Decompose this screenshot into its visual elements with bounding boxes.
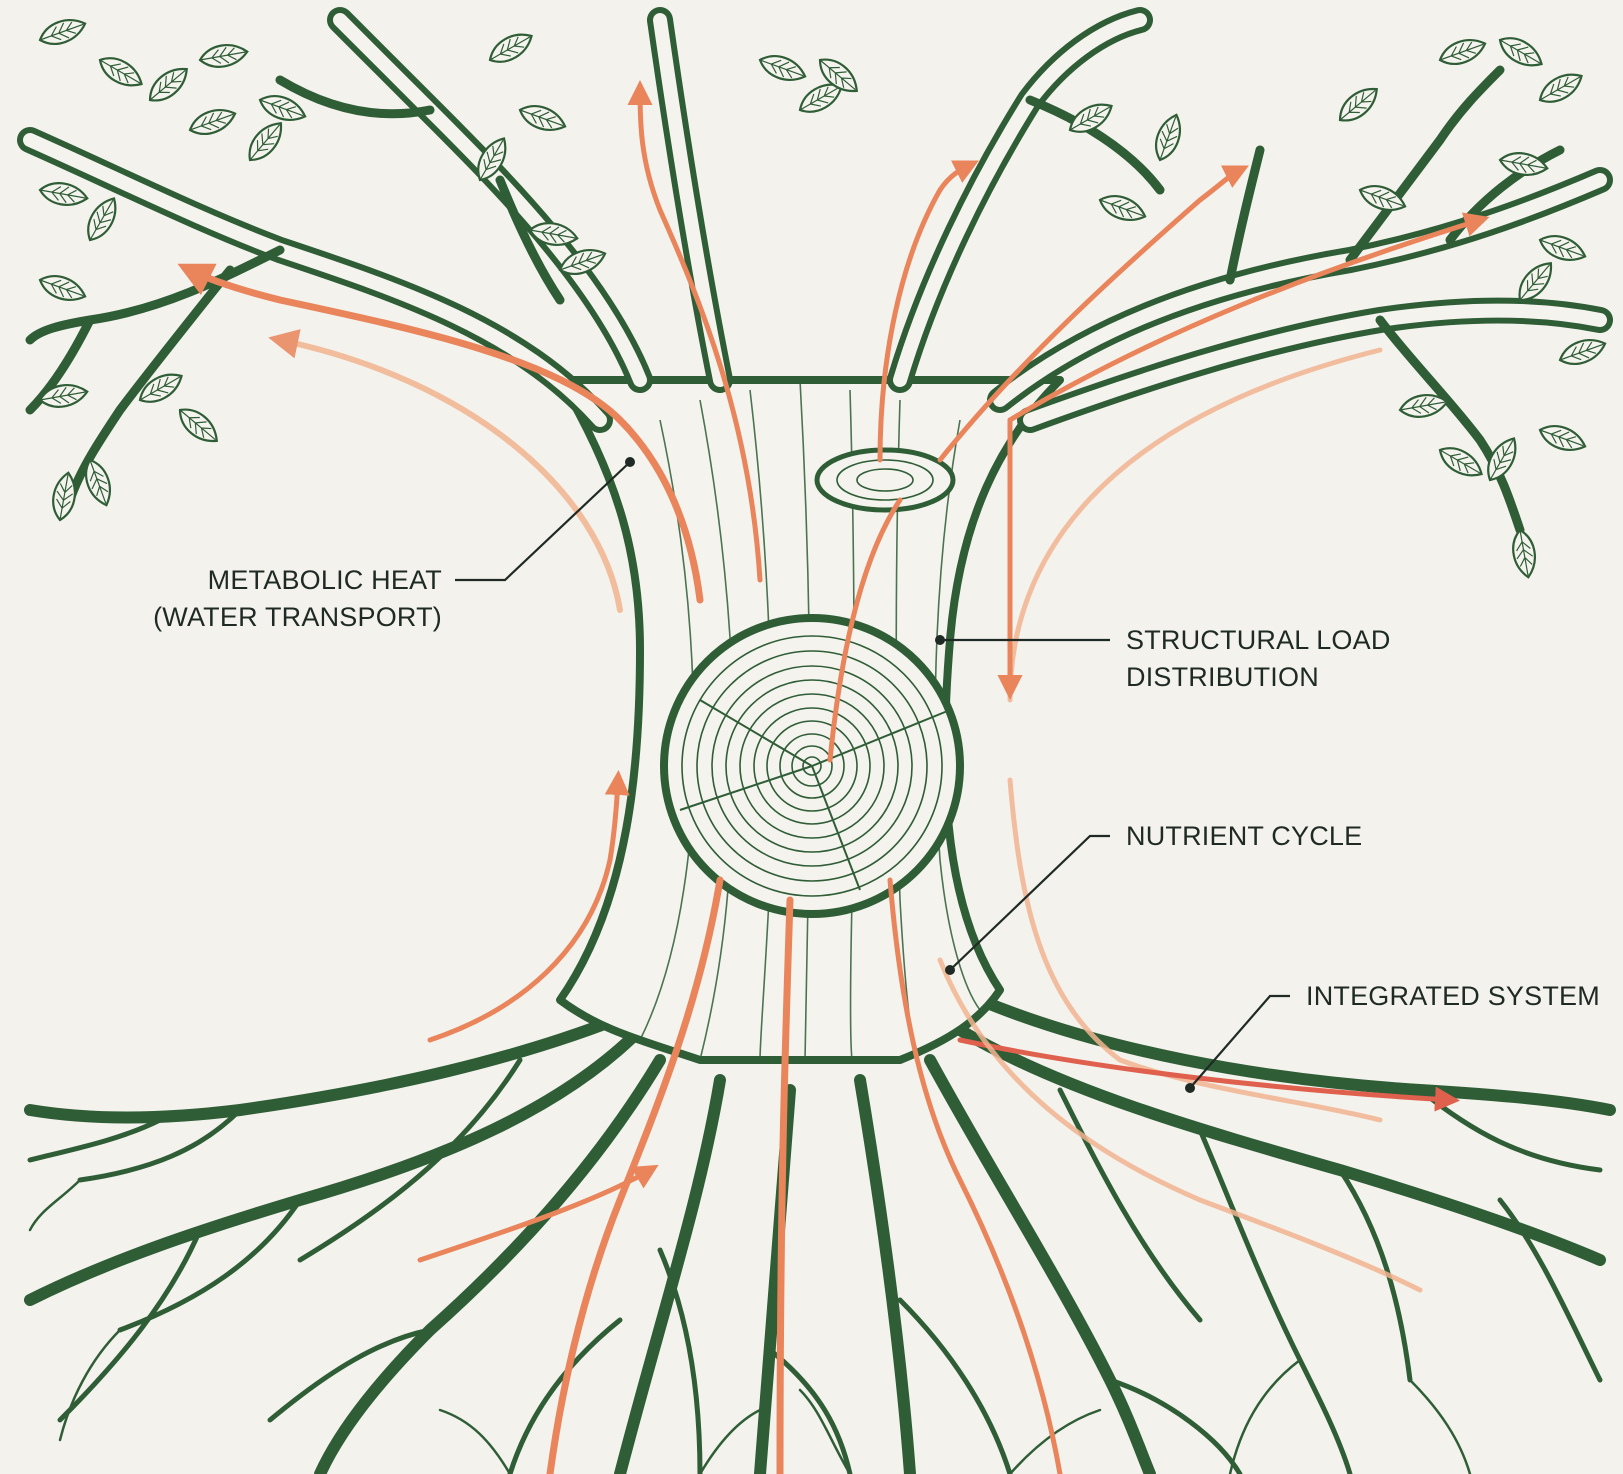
root-system — [30, 1000, 1610, 1474]
label-integrated-system: INTEGRATED SYSTEM — [1306, 978, 1600, 1015]
label-structural-load-line1: STRUCTURAL LOAD — [1126, 622, 1391, 659]
label-metabolic-heat-line2: (WATER TRANSPORT) — [130, 599, 442, 636]
label-nutrient-cycle: NUTRIENT CYCLE — [1126, 818, 1362, 855]
label-metabolic-heat: METABOLIC HEAT (WATER TRANSPORT) — [130, 562, 442, 636]
label-integrated-system-line1: INTEGRATED SYSTEM — [1306, 978, 1600, 1015]
label-structural-load-line2: DISTRIBUTION — [1126, 659, 1391, 696]
trunk-cross-section — [664, 618, 960, 914]
label-structural-load: STRUCTURAL LOAD DISTRIBUTION — [1126, 622, 1391, 696]
trunk — [560, 380, 1060, 1060]
label-metabolic-heat-line1: METABOLIC HEAT — [130, 562, 442, 599]
label-nutrient-cycle-line1: NUTRIENT CYCLE — [1126, 818, 1362, 855]
